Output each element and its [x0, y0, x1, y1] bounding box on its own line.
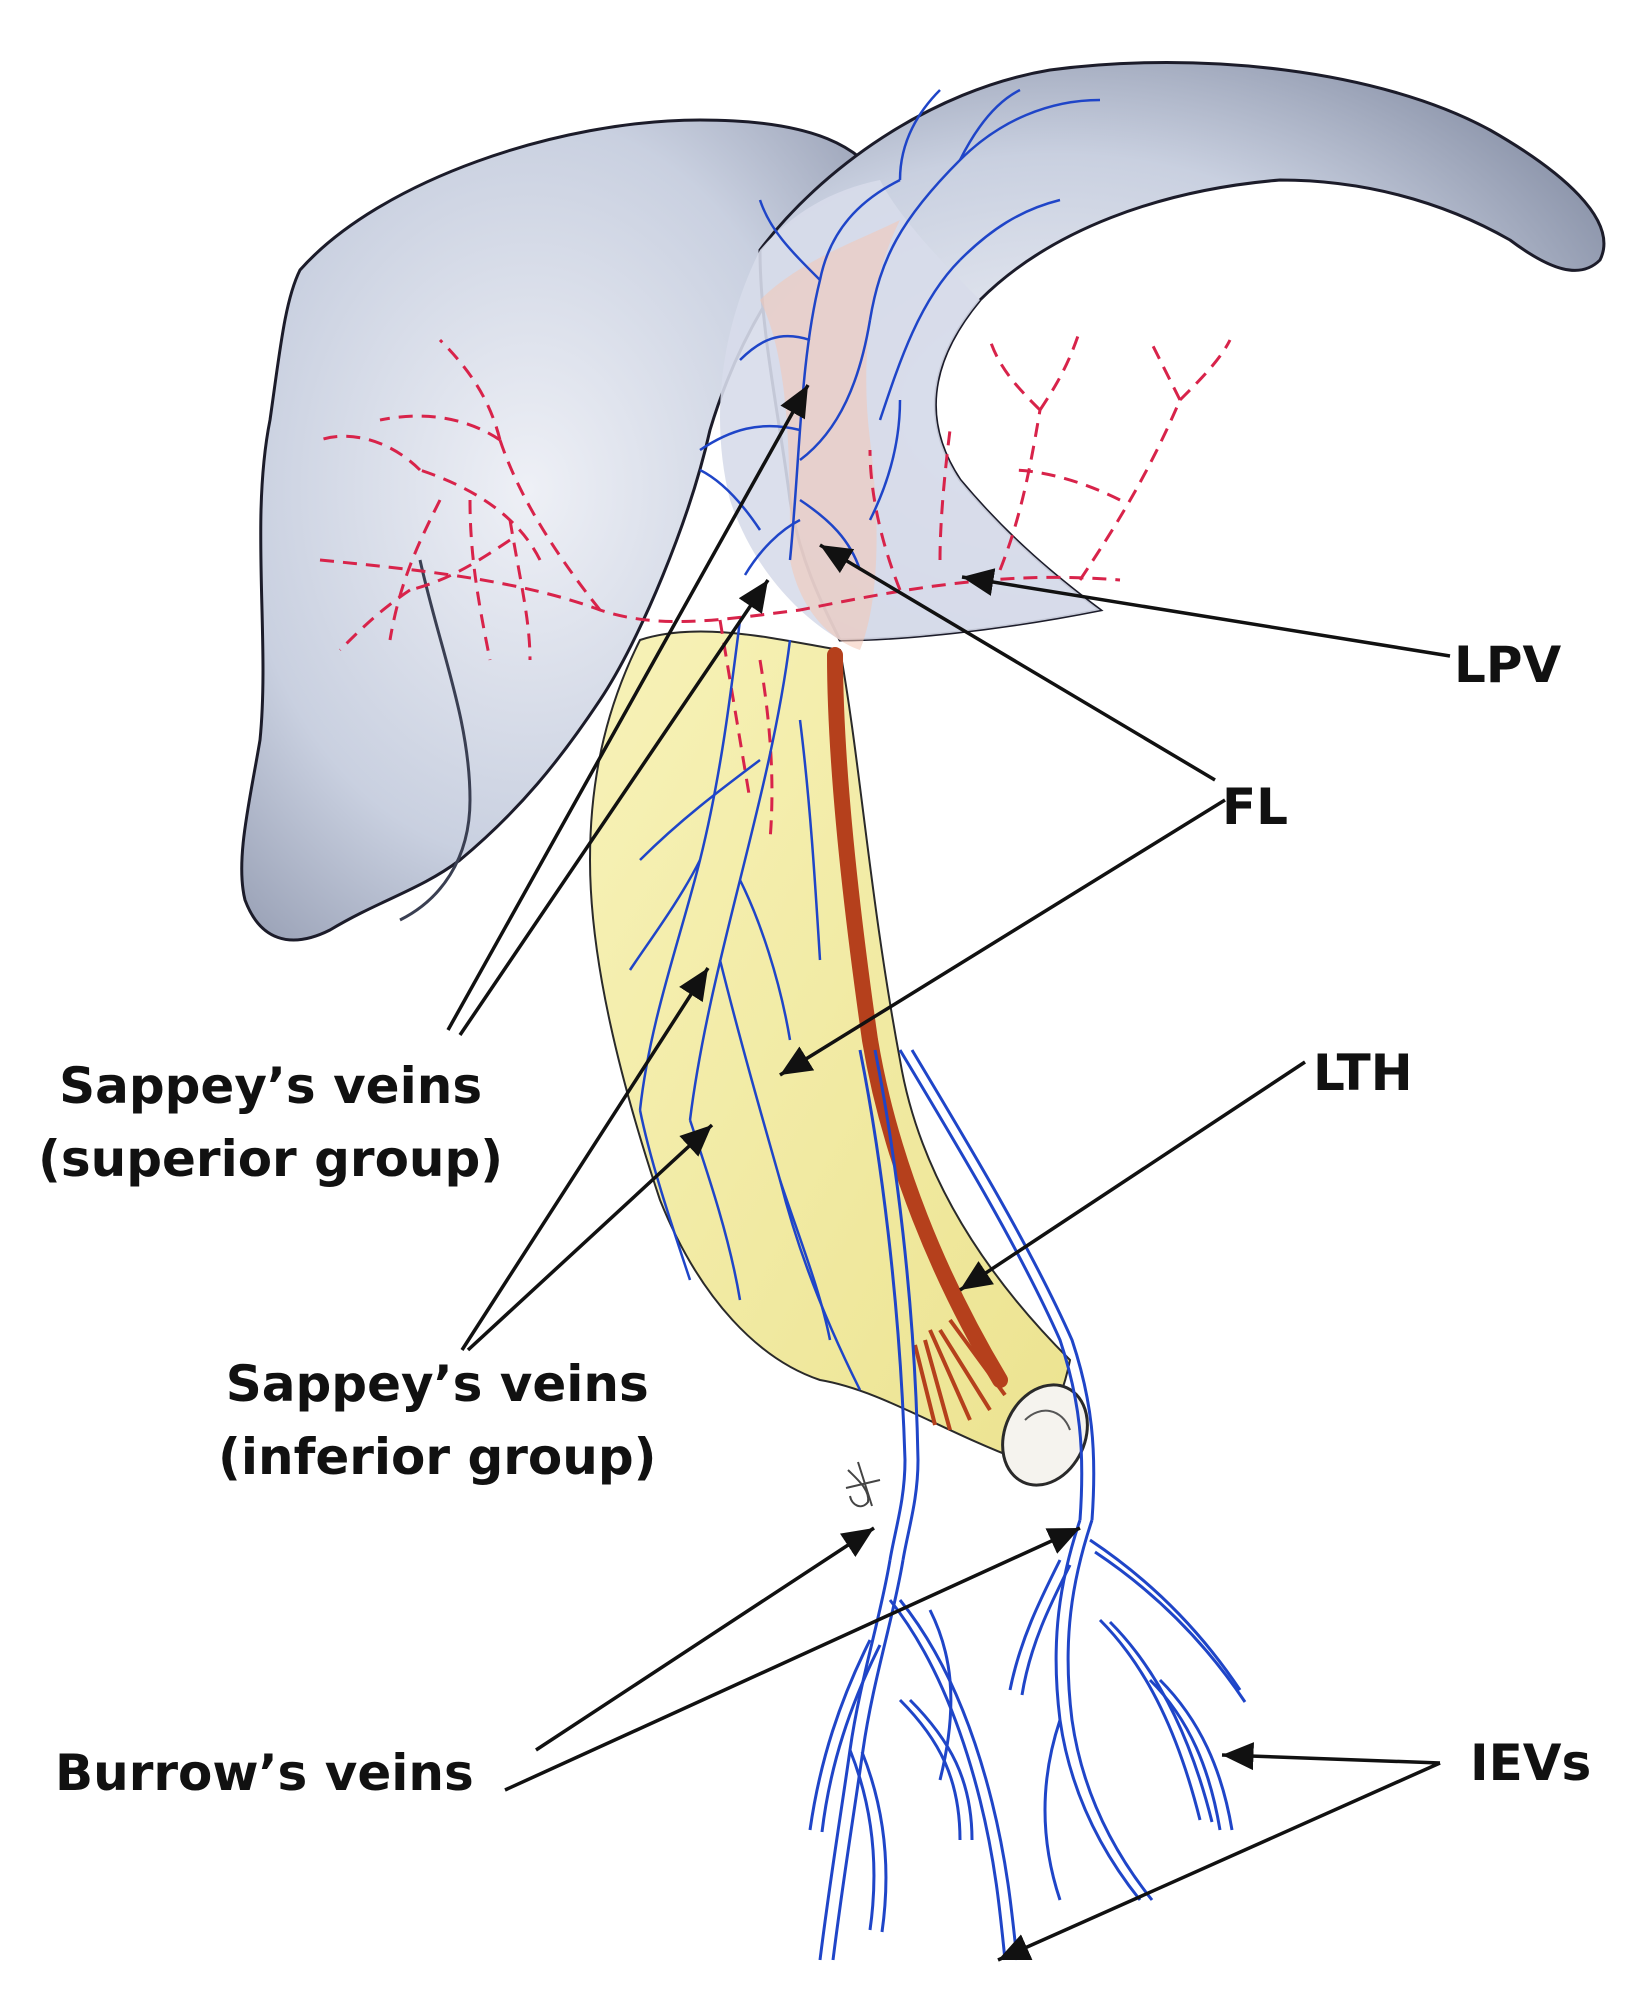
- liver-right-lobe: [240, 118, 883, 942]
- arrow-ievs-1: [1221, 1742, 1441, 1771]
- arrow-burrow-1: [535, 1526, 875, 1752]
- inferior-epigastric-veins: [808, 1519, 1247, 1961]
- arrow-fl-upper: [819, 543, 1216, 782]
- arrow-sappey-sup-1: [446, 384, 810, 1031]
- arrow-sappey-inf-1: [460, 967, 710, 1351]
- arrow-sappey-inf-2: [466, 1123, 714, 1352]
- label-burrow: Burrow’s veins: [55, 1744, 474, 1802]
- arrow-sappey-sup-2: [458, 579, 770, 1036]
- portal-vein-branches: [319, 329, 1232, 841]
- label-lpv: LPV: [1454, 636, 1562, 694]
- label-sappey-inferior-line2: (inferior group): [218, 1427, 657, 1486]
- arrow-lth: [959, 1060, 1306, 1292]
- ligamentum-teres: [827, 647, 1008, 1388]
- sappey-veins-superior: [699, 88, 1101, 576]
- liver-lower-fold: [399, 559, 472, 922]
- burrow-veins: [858, 1049, 1096, 1561]
- label-sappey-superior-line1: Sappey’s veins: [59, 1057, 483, 1115]
- ligamentum-teres-fibers: [913, 1318, 1007, 1431]
- arrow-ievs-2: [997, 1761, 1441, 1962]
- label-fl: FL: [1222, 778, 1289, 836]
- falciform-tint: [760, 220, 900, 650]
- arrow-burrow-2: [504, 1526, 1081, 1792]
- label-ievs: IEVs: [1470, 1734, 1592, 1792]
- annotation-arrows: [446, 384, 1451, 1962]
- label-sappey-inferior: Sappey’s veins (inferior group): [218, 1348, 657, 1493]
- label-sappey-superior: Sappey’s veins (superior group): [38, 1050, 503, 1195]
- arrow-lpv: [961, 568, 1451, 658]
- arrow-fl-lower: [779, 798, 1226, 1077]
- label-sappey-superior-line2: (superior group): [38, 1129, 504, 1188]
- label-sappey-inferior-line1: Sappey’s veins: [225, 1355, 649, 1413]
- artist-signature: [845, 1461, 881, 1508]
- label-lth: LTH: [1313, 1044, 1413, 1102]
